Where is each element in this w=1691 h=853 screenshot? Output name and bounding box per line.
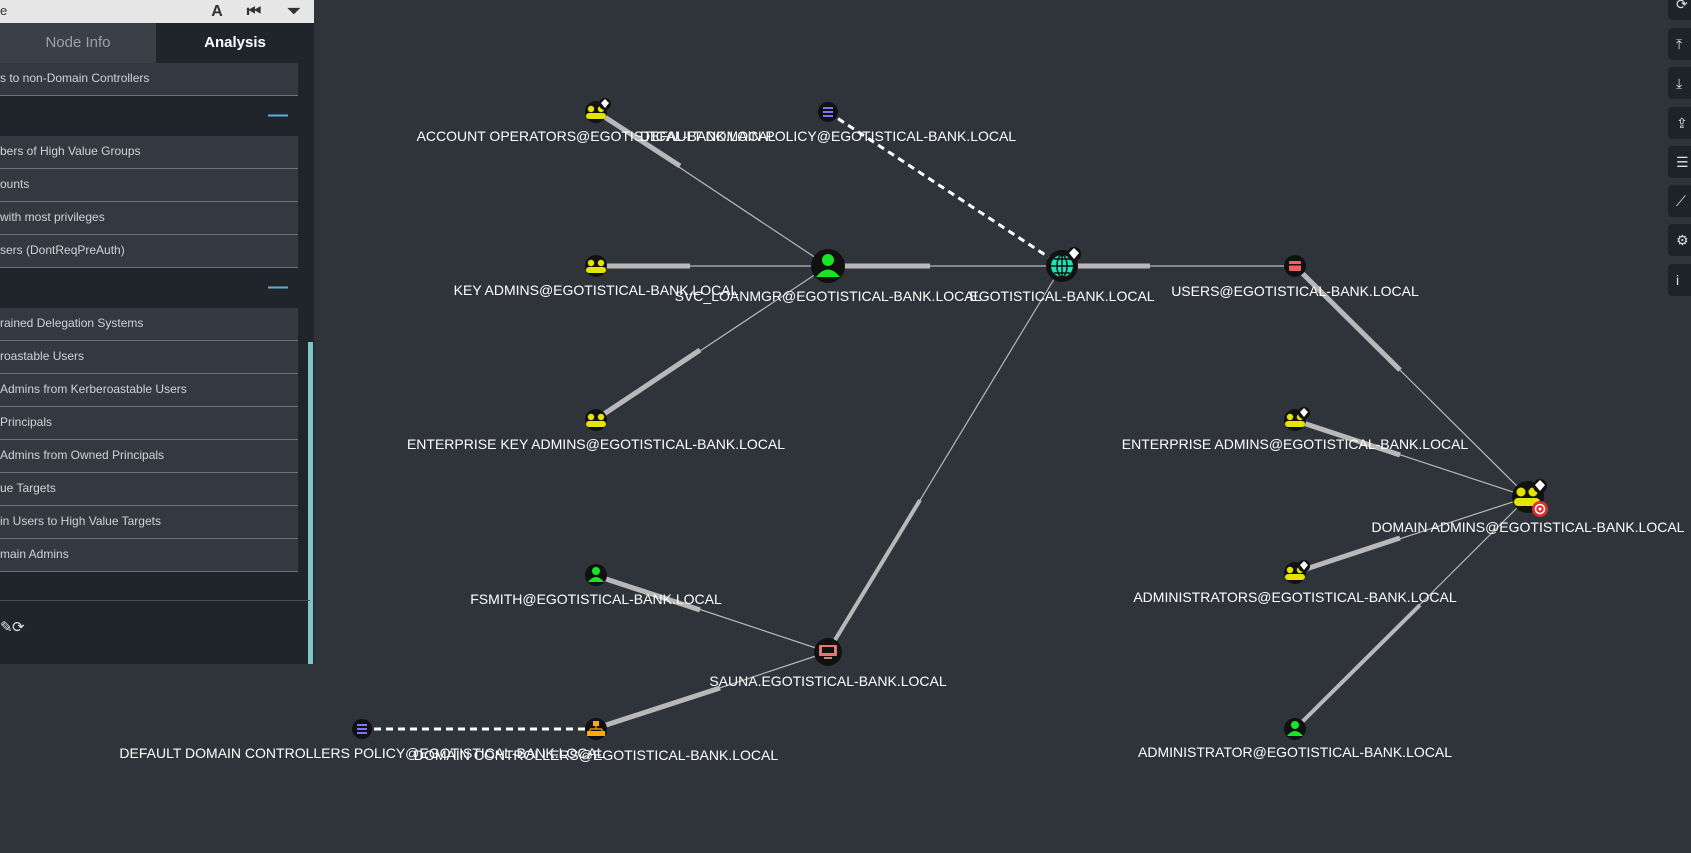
query-item[interactable]: rained Delegation Systems bbox=[0, 308, 298, 341]
node-domain-admins[interactable]: DOMAIN ADMINS@EGOTISTICAL-BANK.LOCAL bbox=[1372, 479, 1685, 535]
graph-edges bbox=[362, 110, 1529, 731]
refresh-icon[interactable]: ⟳ bbox=[1668, 0, 1691, 20]
upload-icon[interactable]: ⤒ bbox=[1668, 28, 1691, 60]
edge-ent-admins-domain-admins-thick bbox=[1299, 419, 1401, 458]
edge-gpo-domain[interactable] bbox=[827, 110, 1063, 268]
query-item[interactable]: Principals bbox=[0, 407, 298, 440]
edge-administrator-domain-admins-thick bbox=[1298, 603, 1422, 726]
query-item[interactable]: sers (DontReqPreAuth) bbox=[0, 235, 298, 268]
edge-ent-key-admins-svc-thick bbox=[596, 347, 702, 421]
group-icon bbox=[587, 105, 595, 113]
node-label: FSMITH@EGOTISTICAL-BANK.LOCAL bbox=[470, 591, 722, 607]
node-label: KEY ADMINS@EGOTISTICAL-BANK.LOCAL bbox=[454, 282, 739, 298]
node-label: ADMINISTRATOR@EGOTISTICAL-BANK.LOCAL bbox=[1138, 744, 1452, 760]
edge-dc-sauna-thick bbox=[599, 685, 721, 730]
gpo-list-icon bbox=[823, 107, 833, 117]
edit-icon[interactable]: ✎ bbox=[0, 619, 13, 636]
node-label: ENTERPRISE ADMINS@EGOTISTICAL-BANK.LOCAL bbox=[1122, 436, 1469, 452]
ou-sitemap-icon bbox=[587, 721, 605, 736]
node-default-domain-policy[interactable]: DEFAULT DOMAIN POLICY@EGOTISTICAL-BANK.L… bbox=[640, 102, 1016, 144]
user-icon bbox=[592, 567, 600, 575]
node-label: DEFAULT DOMAIN CONTROLLERS POLICY@EGOTIS… bbox=[119, 745, 604, 761]
download-icon[interactable]: ⤓ bbox=[1668, 67, 1691, 99]
node-domain-controllers[interactable]: DOMAIN CONTROLLERS@EGOTISTICAL-BANK.LOCA… bbox=[414, 718, 778, 763]
filter-icon[interactable]: ⏷ bbox=[287, 3, 301, 20]
analysis-query-list[interactable]: s to non-Domain Controllers — bers of Hi… bbox=[0, 63, 298, 600]
node-svc-loanmgr[interactable]: SVC_LOANMGR@EGOTISTICAL-BANK.LOCAL bbox=[675, 249, 982, 304]
node-enterprise-key-admins[interactable]: ENTERPRISE KEY ADMINS@EGOTISTICAL-BANK.L… bbox=[407, 409, 785, 452]
info-icon[interactable]: i bbox=[1668, 264, 1691, 296]
group-icon bbox=[1286, 413, 1294, 421]
query-item[interactable]: with most privileges bbox=[0, 202, 298, 235]
user-icon bbox=[822, 254, 834, 266]
edge-account-operators-svc-thick bbox=[598, 111, 682, 169]
query-item[interactable]: s to non-Domain Controllers bbox=[0, 63, 298, 96]
node-label: ENTERPRISE KEY ADMINS@EGOTISTICAL-BANK.L… bbox=[407, 436, 785, 452]
export-icon[interactable]: ⇪ bbox=[1668, 107, 1691, 139]
tab-analysis[interactable]: Analysis bbox=[156, 23, 314, 63]
collapse-icon[interactable]: — bbox=[268, 104, 288, 126]
query-item[interactable]: roastable Users bbox=[0, 341, 298, 374]
collapse-icon[interactable]: — bbox=[268, 276, 288, 298]
node-label: SVC_LOANMGR@EGOTISTICAL-BANK.LOCAL bbox=[675, 288, 982, 304]
user-icon bbox=[1291, 721, 1299, 729]
container-box-icon bbox=[1289, 261, 1301, 271]
refresh-icon[interactable]: ⟳ bbox=[12, 619, 25, 636]
node-label: USERS@EGOTISTICAL-BANK.LOCAL bbox=[1171, 283, 1419, 299]
query-item[interactable]: ounts bbox=[0, 169, 298, 202]
node-enterprise-admins[interactable]: ENTERPRISE ADMINS@EGOTISTICAL-BANK.LOCAL bbox=[1122, 407, 1469, 452]
group-icon bbox=[1286, 566, 1294, 574]
node-label: DOMAIN CONTROLLERS@EGOTISTICAL-BANK.LOCA… bbox=[414, 747, 778, 763]
group-icon bbox=[587, 413, 595, 421]
gpo-list-icon bbox=[357, 724, 367, 734]
left-panel: e A ⏮ ⏷ Node Info Analysis s to non-Doma… bbox=[0, 0, 314, 664]
panel-header: e A ⏮ ⏷ bbox=[0, 0, 314, 23]
chart-icon[interactable]: ⟋ bbox=[1668, 185, 1691, 217]
node-fsmith[interactable]: FSMITH@EGOTISTICAL-BANK.LOCAL bbox=[470, 564, 722, 607]
node-users[interactable]: USERS@EGOTISTICAL-BANK.LOCAL bbox=[1171, 255, 1419, 299]
node-account-operators[interactable]: ACCOUNT OPERATORS@EGOTISTICAL-BANK.LOCAL bbox=[417, 98, 776, 144]
node-label: SAUNA.EGOTISTICAL-BANK.LOCAL bbox=[709, 673, 946, 689]
tab-node-info[interactable]: Node Info bbox=[0, 23, 156, 63]
edge-administrators-domain-admins-thick bbox=[1299, 535, 1401, 574]
list-icon[interactable]: ☰ bbox=[1668, 146, 1691, 178]
query-item[interactable]: Admins from Kerberoastable Users bbox=[0, 374, 298, 407]
node-sauna[interactable]: SAUNA.EGOTISTICAL-BANK.LOCAL bbox=[709, 638, 947, 689]
group-icon bbox=[587, 259, 595, 267]
node-administrators[interactable]: ADMINISTRATORS@EGOTISTICAL-BANK.LOCAL bbox=[1133, 560, 1457, 605]
query-item[interactable]: Admins from Owned Principals bbox=[0, 440, 298, 473]
group-icon bbox=[1516, 487, 1526, 497]
node-default-dc-policy[interactable]: DEFAULT DOMAIN CONTROLLERS POLICY@EGOTIS… bbox=[119, 719, 605, 761]
node-domain[interactable]: EGOTISTICAL-BANK.LOCAL bbox=[969, 247, 1155, 304]
node-key-admins[interactable]: KEY ADMINS@EGOTISTICAL-BANK.LOCAL bbox=[454, 255, 739, 298]
edge-domain-sauna-thick bbox=[833, 498, 922, 642]
edge-users-domain-admins-thick bbox=[1298, 269, 1402, 372]
node-label: EGOTISTICAL-BANK.LOCAL bbox=[969, 288, 1154, 304]
panel-divider bbox=[0, 600, 310, 601]
query-section-header[interactable]: — bbox=[0, 96, 298, 136]
query-item[interactable]: in Users to High Value Targets bbox=[0, 506, 298, 539]
node-label: ADMINISTRATORS@EGOTISTICAL-BANK.LOCAL bbox=[1133, 589, 1457, 605]
node-label: DOMAIN ADMINS@EGOTISTICAL-BANK.LOCAL bbox=[1372, 519, 1685, 535]
panel-scrollbar[interactable] bbox=[308, 342, 313, 664]
query-section-header[interactable]: — bbox=[0, 268, 298, 308]
edge-fsmith-sauna-thick bbox=[599, 574, 701, 613]
graph-nodes: ACCOUNT OPERATORS@EGOTISTICAL-BANK.LOCAL… bbox=[119, 98, 1685, 763]
pathfinding-icon[interactable]: A bbox=[211, 3, 223, 20]
search-title: e bbox=[0, 3, 8, 18]
query-item[interactable]: main Admins bbox=[0, 539, 298, 572]
node-label: DEFAULT DOMAIN POLICY@EGOTISTICAL-BANK.L… bbox=[640, 128, 1016, 144]
node-label: ACCOUNT OPERATORS@EGOTISTICAL-BANK.LOCAL bbox=[417, 128, 776, 144]
query-item[interactable]: ue Targets bbox=[0, 473, 298, 506]
settings-icon[interactable]: ⚙ bbox=[1668, 224, 1691, 256]
node-administrator[interactable]: ADMINISTRATOR@EGOTISTICAL-BANK.LOCAL bbox=[1138, 718, 1452, 760]
back-icon[interactable]: ⏮ bbox=[246, 3, 262, 20]
panel-tabs: Node Info Analysis bbox=[0, 23, 314, 63]
query-item[interactable]: bers of High Value Groups bbox=[0, 136, 298, 169]
